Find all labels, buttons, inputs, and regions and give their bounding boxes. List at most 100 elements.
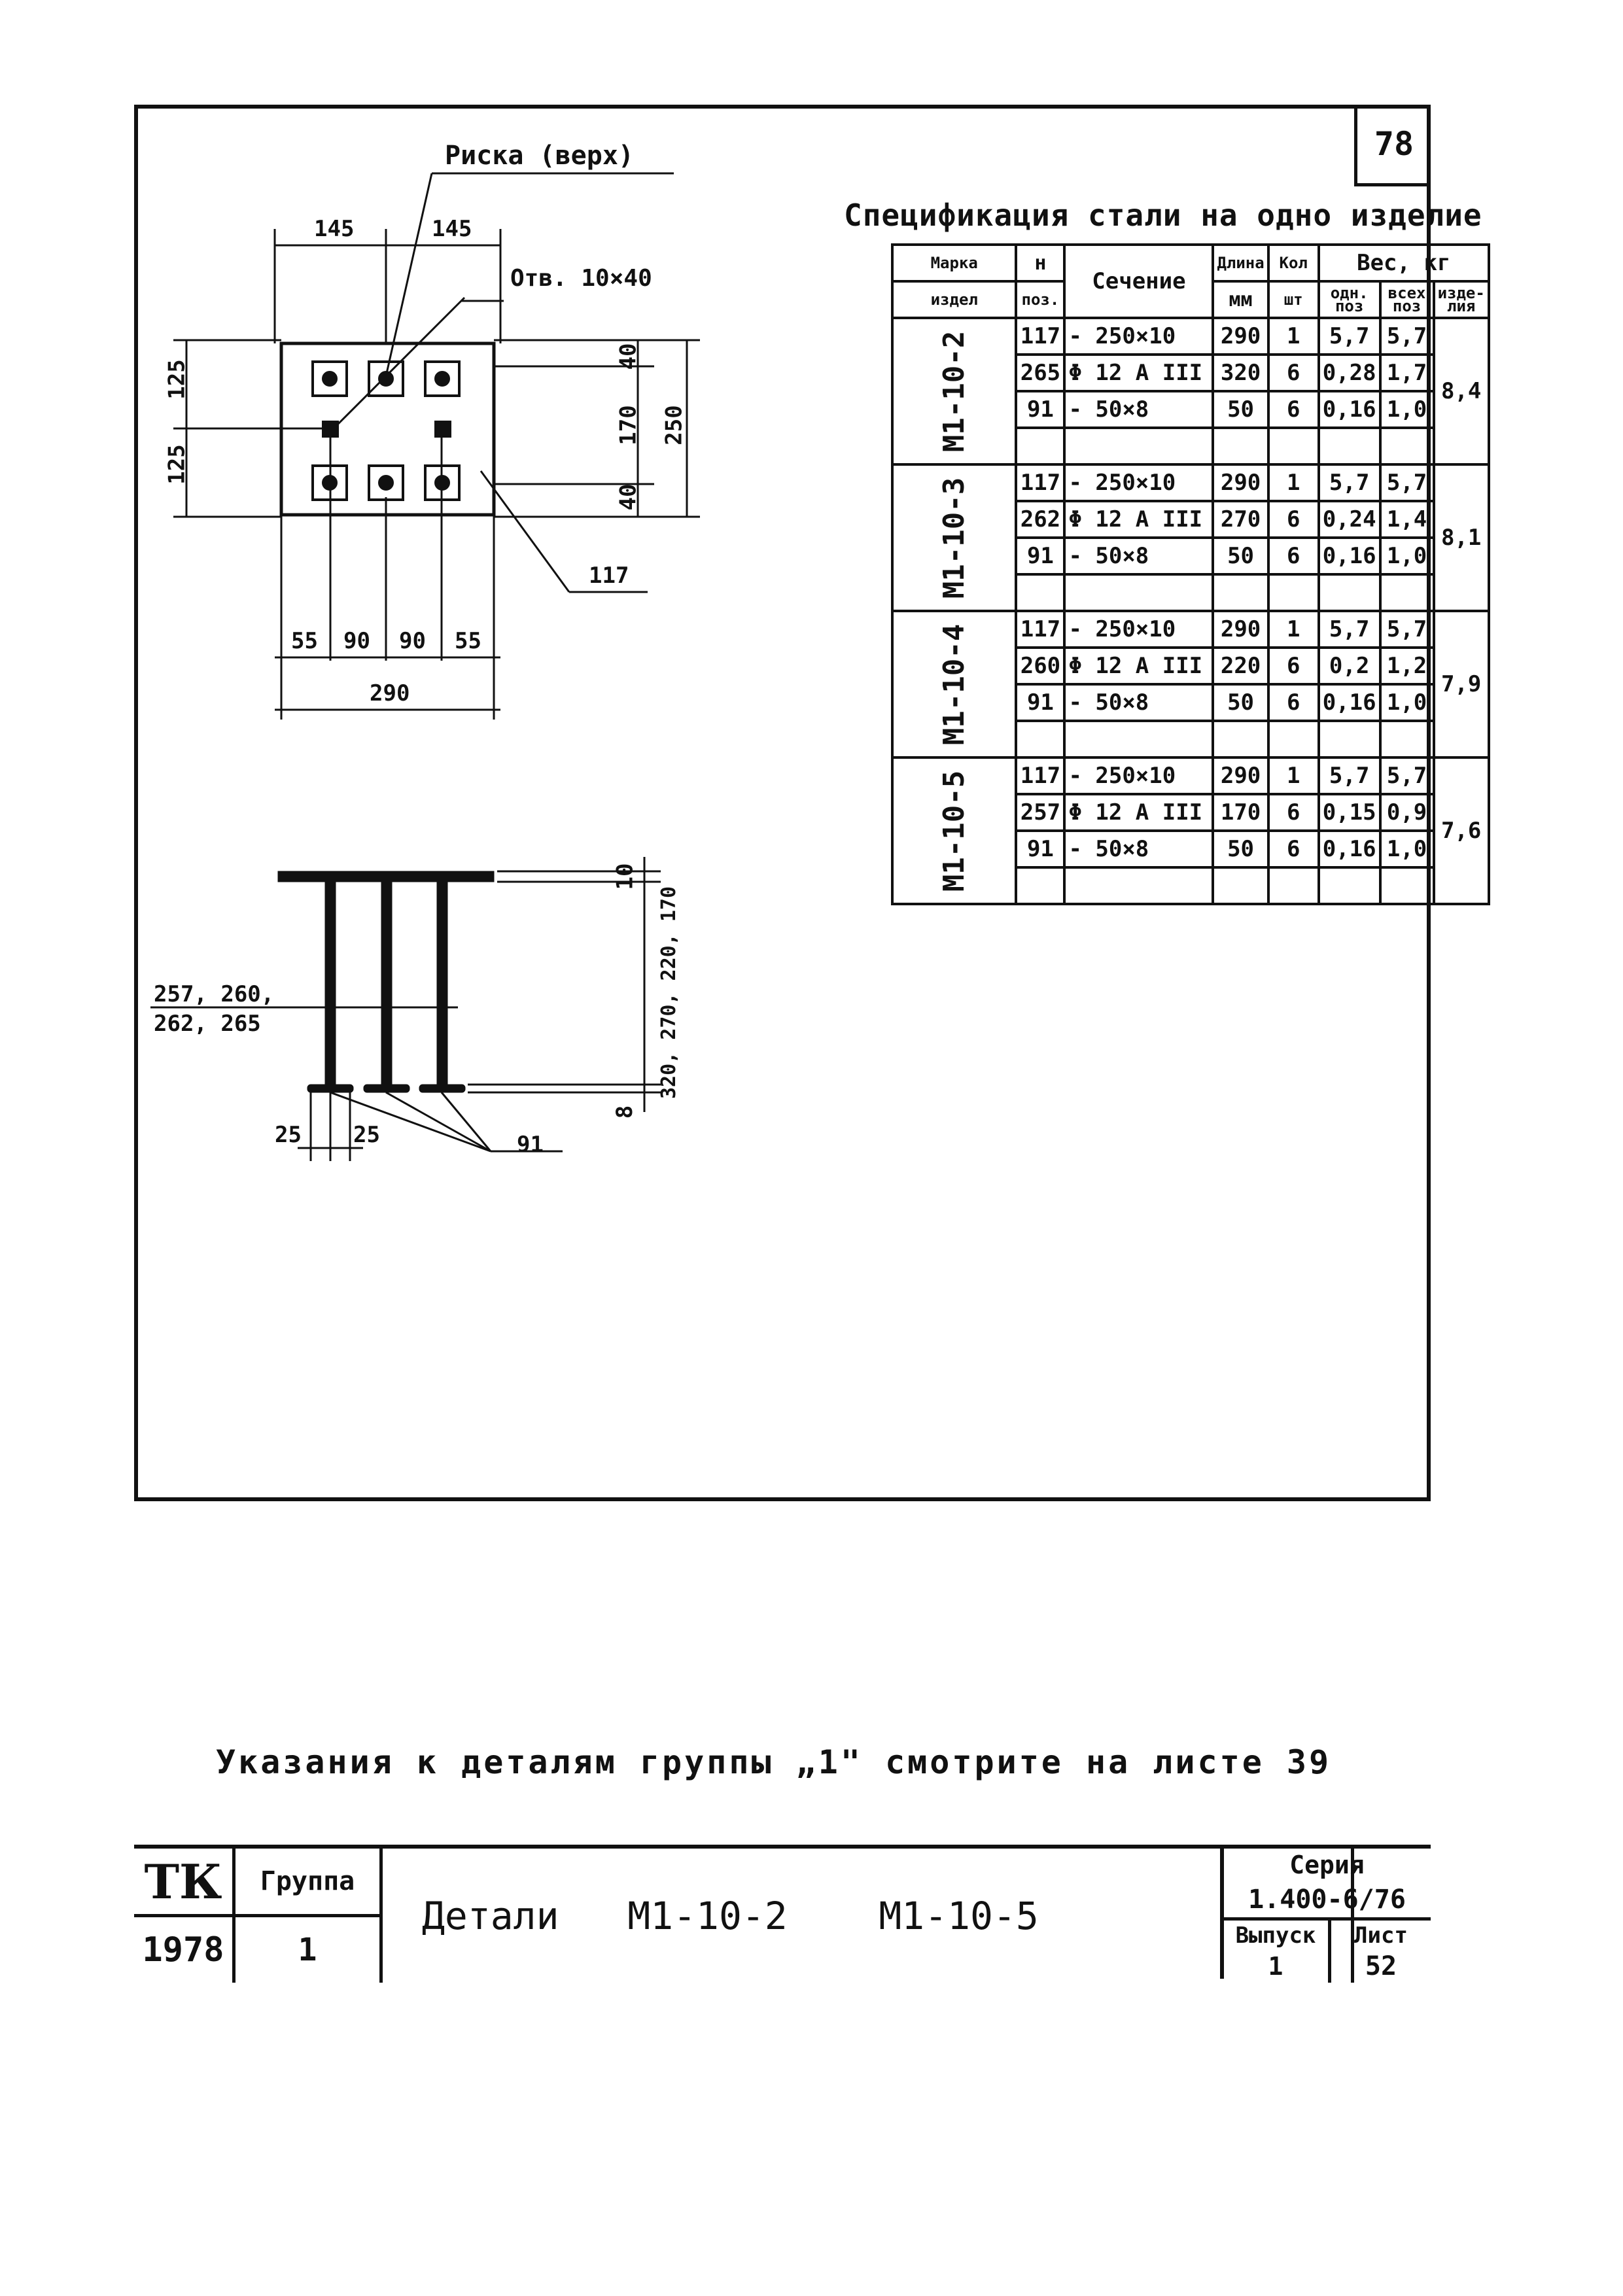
spec-weight-one: 5,7 xyxy=(1317,463,1382,502)
dim-top-left: 145 xyxy=(314,216,355,242)
spec-pos: 117 xyxy=(1015,610,1066,649)
spec-section: - 250×10 xyxy=(1063,756,1215,795)
spec-empty-row xyxy=(892,866,1489,905)
spec-item-weight: 8,1 xyxy=(1432,463,1490,612)
spec-section: - 50×8 xyxy=(1063,829,1215,869)
spec-empty-cell xyxy=(1317,573,1382,612)
spec-weight-all: 5,7 xyxy=(1378,610,1435,649)
spec-pos: 117 xyxy=(1015,463,1066,502)
spec-qty: 6 xyxy=(1266,390,1320,429)
dim-right-bottom: 40 xyxy=(615,483,642,511)
spec-empty-cell xyxy=(1266,720,1320,759)
spec-qty: 6 xyxy=(1266,646,1320,686)
spec-mark-text: М1-10-2 xyxy=(937,330,971,452)
spec-weight-all: 5,7 xyxy=(1378,463,1435,502)
dim-bottom-c: 90 xyxy=(399,628,426,654)
title-divider xyxy=(1220,1845,1224,1979)
spec-qty: 6 xyxy=(1266,353,1320,392)
spec-section: Φ 12 A III xyxy=(1063,353,1215,392)
h-section: Сечение xyxy=(1063,243,1215,319)
spec-weight-all: 1,7 xyxy=(1378,353,1435,392)
spec-mark: М1-10-3 xyxy=(890,463,1018,612)
spec-section: - 50×8 xyxy=(1063,683,1215,722)
spec-qty: 6 xyxy=(1266,500,1320,539)
spec-mark-text: М1-10-4 xyxy=(937,623,971,745)
spec-header-row-1: Марка н Сечение Длина Кол Вес, кг xyxy=(890,243,1490,319)
spec-weight-one: 0,15 xyxy=(1317,793,1382,832)
spec-qty: 1 xyxy=(1266,756,1320,795)
year: 1978 xyxy=(134,1917,236,1983)
dim-width-right: 25 xyxy=(353,1122,380,1148)
spec-empty-cell xyxy=(1266,573,1320,612)
anchor-position: 91 xyxy=(517,1132,544,1158)
note-text: Указания к деталям группы „1" смотрите н… xyxy=(216,1743,1332,1781)
spec-weight-one: 0,16 xyxy=(1317,829,1382,869)
spec-empty-cell xyxy=(1317,426,1382,466)
spec-weight-all: 5,7 xyxy=(1378,317,1435,356)
spec-weight-one: 0,16 xyxy=(1317,536,1382,576)
spec-empty-cell xyxy=(1212,720,1270,759)
dim-right-top: 40 xyxy=(615,343,642,370)
spec-qty: 1 xyxy=(1266,610,1320,649)
spec-section: - 250×10 xyxy=(1063,317,1215,356)
dim-width-left: 25 xyxy=(275,1122,302,1148)
dim-plate-thickness: 10 xyxy=(612,863,638,890)
plate-section xyxy=(277,871,495,882)
org-code: ТК xyxy=(134,1849,236,1917)
h-mark-2: издел xyxy=(890,280,1018,319)
spec-empty-cell xyxy=(1063,426,1215,466)
spec-weight-one: 5,7 xyxy=(1317,756,1382,795)
spec-weight-all: 1,0 xyxy=(1378,683,1435,722)
spec-length: 290 xyxy=(1212,756,1270,795)
spec-mark: М1-10-4 xyxy=(890,610,1018,759)
dim-top-right: 145 xyxy=(432,216,472,242)
spec-empty-row xyxy=(892,426,1489,466)
spec-empty-cell xyxy=(1266,426,1320,466)
issue-label: Выпуск xyxy=(1223,1921,1331,1950)
mark-label: Риска (верх) xyxy=(445,141,634,171)
spec-section: Φ 12 A III xyxy=(1063,793,1215,832)
spec-weight-one: 0,24 xyxy=(1317,500,1382,539)
spec-pos: 91 xyxy=(1015,390,1066,429)
series-label: Серия xyxy=(1289,1851,1365,1879)
spec-weight-all: 1,2 xyxy=(1378,646,1435,686)
spec-empty-cell xyxy=(1063,866,1215,905)
spec-section: - 250×10 xyxy=(1063,463,1215,502)
spec-weight-one: 5,7 xyxy=(1317,610,1382,649)
h-weight-one: одн. поз xyxy=(1317,280,1382,319)
spec-length: 50 xyxy=(1212,829,1270,869)
spec-qty: 6 xyxy=(1266,683,1320,722)
spec-empty-cell xyxy=(1015,720,1066,759)
dim-left-lower: 125 xyxy=(164,444,190,485)
dim-anchor-thickness: 8 xyxy=(612,1105,638,1119)
spec-section: - 250×10 xyxy=(1063,610,1215,649)
spec-header-row-2: издел поз. мм шт одн. поз всех поз изде-… xyxy=(890,280,1490,319)
spec-mark-text: М1-10-3 xyxy=(937,477,971,599)
h-weight: Вес, кг xyxy=(1317,243,1490,283)
spec-length: 170 xyxy=(1212,793,1270,832)
spec-title: Спецификация стали на одно изделие xyxy=(844,198,1482,233)
spec-pos: 91 xyxy=(1015,683,1066,722)
spec-length: 320 xyxy=(1212,353,1270,392)
spec-pos: 91 xyxy=(1015,829,1066,869)
sheet-number: 78 xyxy=(1354,105,1431,186)
spec-pos: 117 xyxy=(1015,317,1066,356)
spec-section: Φ 12 A III xyxy=(1063,500,1215,539)
spec-section: - 50×8 xyxy=(1063,536,1215,576)
drawing-title: Детали М1-10-2 М1-10-5 xyxy=(383,1849,1354,1983)
h-qty-1: Кол xyxy=(1266,243,1320,283)
spec-item-weight: 7,6 xyxy=(1432,756,1490,905)
h-pos-1: н xyxy=(1015,243,1066,283)
spec-weight-one: 0,28 xyxy=(1317,353,1382,392)
spec-section: - 50×8 xyxy=(1063,390,1215,429)
spec-length: 50 xyxy=(1212,683,1270,722)
dim-bottom-a: 55 xyxy=(291,628,318,654)
spec-empty-cell xyxy=(1212,573,1270,612)
hole-label: Отв. 10×40 xyxy=(510,265,652,292)
